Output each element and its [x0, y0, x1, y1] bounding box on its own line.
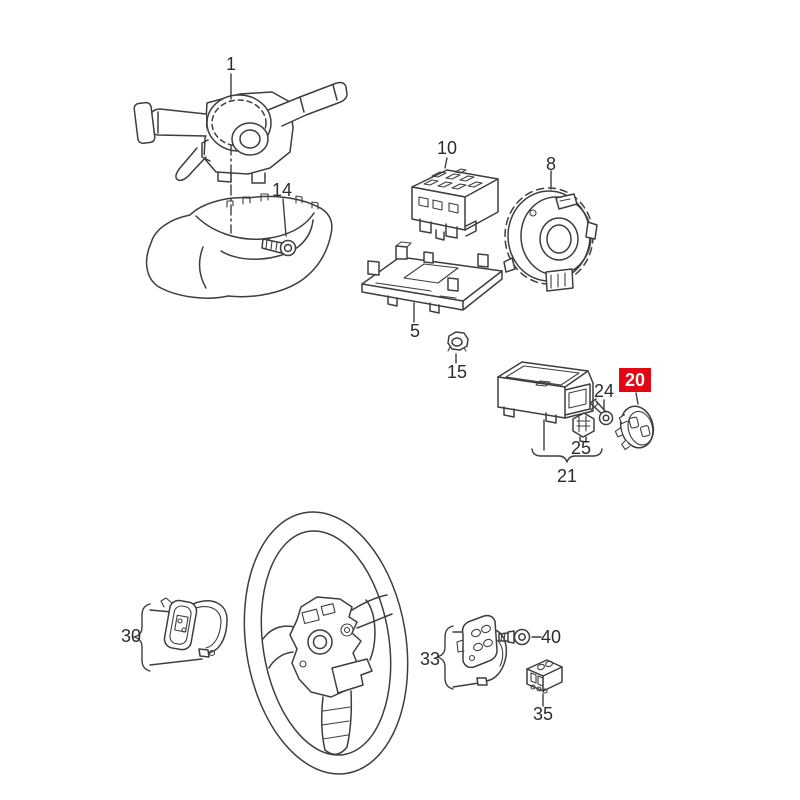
callout-15: 15	[447, 362, 467, 382]
highlight-badge-20: 20	[619, 368, 651, 392]
callout-40: 40	[541, 627, 561, 647]
clip-25-drawing	[572, 412, 595, 443]
switch-block-10-drawing	[411, 168, 499, 241]
switch-35-drawing	[526, 659, 563, 694]
callout-33: 33	[420, 649, 440, 669]
brace-33	[436, 625, 454, 690]
module-plate-5-drawing	[361, 241, 503, 314]
leader-line-20	[635, 392, 639, 405]
callout-8: 8	[546, 154, 556, 174]
callout-1: 1	[226, 54, 236, 74]
callout-14: 14	[272, 180, 292, 200]
callout-35: 35	[533, 704, 553, 724]
callout-5: 5	[410, 321, 420, 341]
paddle-switch-30-drawing	[160, 597, 228, 658]
control-unit-21-drawing	[497, 361, 594, 424]
nut-15-drawing	[447, 331, 469, 352]
callout-25: 25	[571, 438, 591, 458]
screw-40-drawing	[498, 628, 531, 646]
callout-10: 10	[437, 138, 457, 158]
screw-14-drawing	[261, 238, 297, 257]
column-switch-1-drawing	[133, 81, 348, 184]
brace-30-arms	[149, 609, 203, 666]
badge-20-background	[619, 368, 651, 392]
brace-30	[133, 603, 151, 672]
callout-30: 30	[121, 626, 141, 646]
column-trim-cover-drawing	[145, 193, 333, 299]
bracket-21	[531, 448, 603, 463]
leader-line-10	[444, 157, 448, 169]
brace-33-arms	[452, 631, 480, 688]
clock-spring-8-drawing	[503, 187, 598, 292]
steering-wheel-hub-drawing	[262, 594, 393, 755]
emblem-20-drawing	[614, 405, 655, 451]
leader-line-14	[282, 198, 287, 237]
callout-21: 21	[557, 466, 577, 486]
callout-20: 20	[625, 370, 645, 390]
multifunction-switch-33-drawing	[456, 614, 507, 686]
screw-24-drawing	[589, 398, 614, 426]
callout-24: 24	[594, 381, 614, 401]
